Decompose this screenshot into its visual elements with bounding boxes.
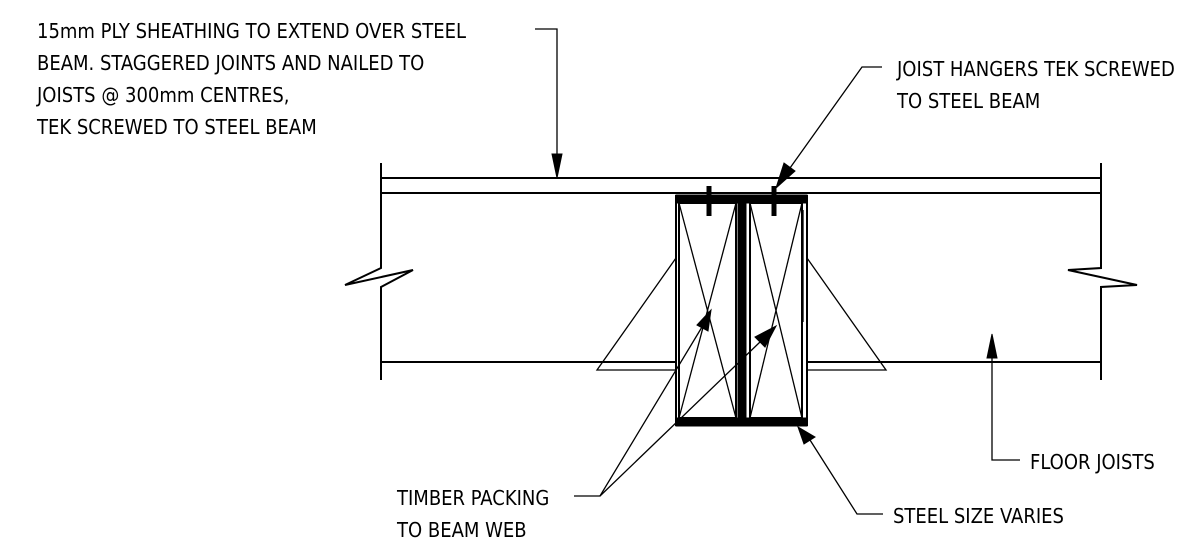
floor-joist-left [344, 163, 676, 380]
sheathing-label: 15mm PLY SHEATHING TO EXTEND OVER STEEL … [36, 19, 466, 139]
sheathing-label-line-4: TEK SCREWED TO STEEL BEAM [36, 115, 317, 139]
timber-packing-label: TIMBER PACKING TO BEAM WEB [396, 486, 549, 542]
joist-hangers-label-line-1: JOIST HANGERS TEK SCREWED [896, 57, 1175, 81]
leader-steel-size [797, 425, 883, 515]
floor-joists-label: FLOOR JOISTS [1030, 450, 1155, 474]
sheathing-label-line-1: 15mm PLY SHEATHING TO EXTEND OVER STEEL [37, 19, 466, 43]
joist-hanger-flanges [595, 257, 888, 371]
steel-beam [675, 194, 808, 427]
ply-sheathing [381, 177, 1101, 194]
sheathing-label-line-2: BEAM. STAGGERED JOINTS AND NAILED TO [37, 51, 424, 75]
joist-hangers-label: JOIST HANGERS TEK SCREWED TO STEEL BEAM [896, 57, 1175, 113]
tek-screws [706, 186, 777, 216]
leader-joist-hangers [774, 66, 882, 190]
timber-packing-right [749, 202, 803, 419]
leader-timber-packing [574, 308, 778, 497]
timber-packing-label-line-2: TO BEAM WEB [396, 518, 527, 542]
floor-joist-right [807, 163, 1138, 380]
sheathing-label-line-3: JOISTS @ 300mm CENTRES, [36, 83, 290, 107]
leader-floor-joists [986, 333, 1020, 461]
joist-hangers-label-line-2: TO STEEL BEAM [896, 89, 1040, 113]
leader-sheathing [535, 28, 563, 179]
steel-size-label: STEEL SIZE VARIES [893, 504, 1064, 528]
timber-packing-label-line-1: TIMBER PACKING [396, 486, 549, 510]
timber-packing-left [678, 202, 737, 419]
